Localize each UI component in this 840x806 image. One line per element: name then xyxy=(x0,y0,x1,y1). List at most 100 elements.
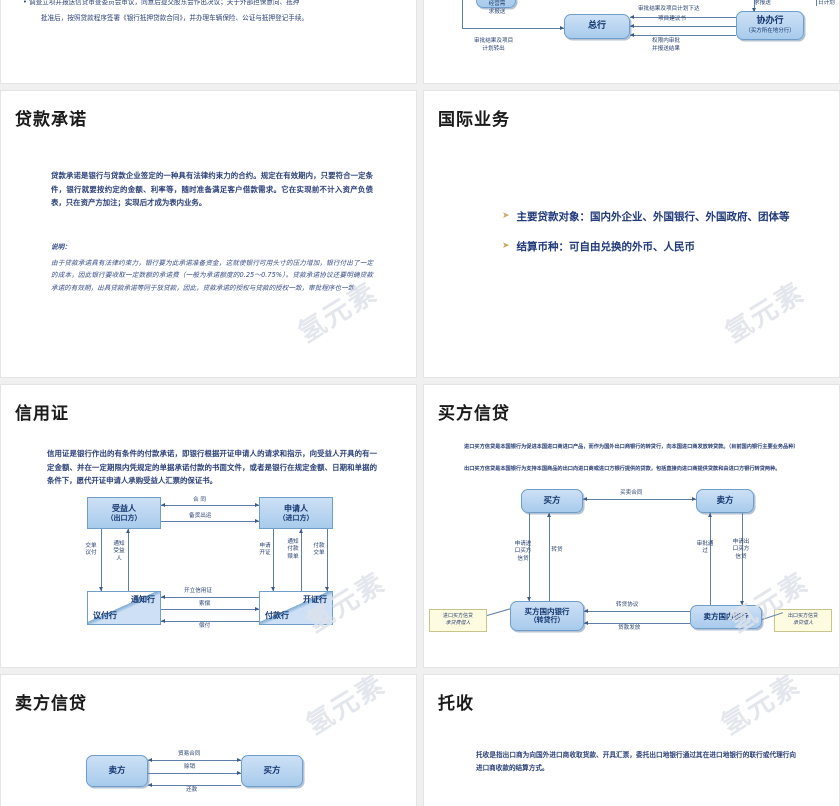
node-head-office-label: 总行 xyxy=(588,21,606,32)
node-applicant-sub: （进口方） xyxy=(279,514,314,523)
arrow-authority-approval xyxy=(630,33,634,37)
page-title-buyer-credit: 买方信贷 xyxy=(438,399,510,424)
label-trade-contract: 贸易合同 xyxy=(178,751,200,758)
node-seller-domestic-bank-label: 卖方国内银行 xyxy=(704,612,749,621)
callout-export-line2: 承贷借人 xyxy=(777,620,829,627)
watermark: 氢元素 xyxy=(297,674,391,742)
slide-collection: 托收 托收是指出口商为向国外进口商收取货款、开具汇票，委托出口地银行通过其在进口… xyxy=(423,674,840,806)
line-left-vertical xyxy=(462,0,463,28)
arrow-onlend-agreement xyxy=(584,609,588,613)
arrow-credit-sale xyxy=(237,771,241,775)
node-seller: 卖方 xyxy=(696,489,754,513)
bullet-loan-targets-label: 主要贷款对象：国内外企业、外国银行、外国政府、团体等 xyxy=(517,209,790,225)
international-business-bullets: ➤ 主要贷款对象：国内外企业、外国银行、外国政府、团体等 ➤ 结算币种：可自由兑… xyxy=(502,209,812,270)
arrow-left-feedback xyxy=(560,26,564,30)
label-request-report: 求报送 xyxy=(754,0,771,7)
node-buyer-label: 买方 xyxy=(263,766,280,777)
label-present-docs: 交单议付 xyxy=(83,543,99,558)
bullet-settlement-currency: ➤ 结算币种：可自由兑换的外币、人民币 xyxy=(502,239,812,255)
label-shipment: 备货出运 xyxy=(189,513,211,520)
line-open-lc xyxy=(161,597,259,598)
node-assist-bank-label: 协办行 xyxy=(756,16,783,27)
chevron-right-icon: ➤ xyxy=(502,209,510,223)
arrow-contract-left xyxy=(161,503,165,507)
label-project-proposal: 项目建议书 xyxy=(658,16,686,23)
line-right-v2 xyxy=(816,0,817,6)
page-title-loan-commitment: 贷款承诺 xyxy=(15,105,87,130)
slide-loan-commitment: 贷款承诺 贷款承诺是银行与贷款企业签定的一种具有法律约束力的合约。规定在有效期内… xyxy=(0,90,417,378)
label-onlend: 转贷 xyxy=(550,547,564,554)
arrow-repayment xyxy=(148,783,152,787)
label-notify-beneficiary: 通知 受益人 xyxy=(111,541,127,563)
collection-body: 托收是指出口商为向国外进口商收取货款、开具汇票，委托出口地银行通过其在进口地银行… xyxy=(476,749,796,774)
arrow-plan-down xyxy=(630,15,634,19)
seller-credit-diagram: 卖方 买方 贸易合同 赊销 还款 xyxy=(1,751,417,806)
arrow-trade-contract-left xyxy=(148,758,152,762)
label-authority-approval: 权限内审批并报送结果 xyxy=(652,38,680,53)
label-open-lc: 开立信用证 xyxy=(184,588,212,595)
label-contract: 合 同 xyxy=(193,497,206,504)
arrow-loan-disbursement xyxy=(584,621,588,625)
bullet-loan-targets: ➤ 主要贷款对象：国内外企业、外国银行、外国政府、团体等 xyxy=(502,209,812,225)
node-assist-bank: 协办行 （买方所在地分行） xyxy=(736,11,804,40)
label-credit-sale: 赊销 xyxy=(184,764,195,771)
line-loan-disbursement xyxy=(584,623,690,624)
node-assist-bank-sub: （买方所在地分行） xyxy=(745,28,795,35)
label-repayment: 还款 xyxy=(186,787,197,794)
page-title-letter-of-credit: 信用证 xyxy=(15,399,69,424)
node-beneficiary: 受益人 （出口方） xyxy=(87,497,161,529)
label-payment-docs: 付款交单 xyxy=(311,543,327,558)
label-loan-disbursement: 贷款发放 xyxy=(618,625,640,632)
arrow-contract-right xyxy=(255,503,259,507)
node-seller-label: 卖方 xyxy=(108,766,125,777)
line-apply-issue xyxy=(273,529,274,591)
arrow-claim xyxy=(255,607,259,611)
page-title-seller-credit: 卖方信贷 xyxy=(15,689,87,714)
slide-seller-credit: 卖方信贷 卖方 买方 贸易合同 赊销 还款 氢元素 xyxy=(0,674,417,806)
bullet-settlement-currency-label: 结算币种：可自由兑换的外币、人民币 xyxy=(517,239,696,255)
letter-of-credit-diagram: 受益人 （出口方） 申请人 （进口方） 通知行 议付行 开证行 付款行 合 xyxy=(1,497,417,645)
label-notify-payment: 通知付款赎单 xyxy=(285,539,301,561)
arrow-sales-contract-left xyxy=(583,497,587,501)
node-issuing-paying-bank: 开证行 付款行 xyxy=(259,591,333,625)
node-advising-bank-label: 通知行 xyxy=(131,595,155,605)
arrow-reimburse xyxy=(161,619,165,623)
node-issuing-bank-label: 开证行 xyxy=(303,595,327,605)
note-label: 说明： xyxy=(51,241,373,254)
label-approval-passed: 审批通过 xyxy=(696,541,714,556)
line-repayment xyxy=(148,785,241,786)
arrow-sales-contract-right xyxy=(692,497,696,501)
line-left-horizontal xyxy=(462,28,564,29)
label-claim: 索偿 xyxy=(199,601,210,608)
node-negotiating-bank-label: 议付行 xyxy=(93,611,117,621)
line-notify-payment xyxy=(301,529,302,591)
node-buyer-domestic-bank-sub: （转贷行） xyxy=(530,616,565,625)
node-seller-label: 卖方 xyxy=(716,496,733,507)
arrow-apply-import-credit xyxy=(527,597,531,601)
page-title-collection: 托收 xyxy=(438,689,474,714)
line-present-docs xyxy=(101,529,102,591)
arrow-notify-payment xyxy=(299,529,303,533)
chevron-right-icon: ➤ xyxy=(502,239,510,253)
line-onlend-agreement xyxy=(584,611,690,612)
partial-text-line-2: 批准后，按照贷款程序签署《银行抵押贷款合同》，并办理车辆保险、公证与抵押登记手续… xyxy=(41,12,401,25)
arrow-shipment xyxy=(255,519,259,523)
line-reimburse xyxy=(161,621,259,622)
arrow-apply-issue xyxy=(271,587,275,591)
line-trade-contract xyxy=(148,760,241,761)
partial-text-line-1: • 调查立项并报送信贷审查委员会审议，同意后提交股东会作出决议；关于外部担保意向… xyxy=(23,0,399,9)
line-notify-beneficiary xyxy=(128,529,129,591)
line-proposal xyxy=(630,26,736,27)
node-seller: 卖方 xyxy=(86,755,148,787)
line-credit-sale xyxy=(148,773,241,774)
arrow-apply-export-credit xyxy=(740,601,744,605)
page-title-international-business: 国际业务 xyxy=(438,105,510,130)
line-authority-approval xyxy=(630,35,736,36)
label-sales-contract: 买卖合同 xyxy=(620,490,642,497)
label-approval-plan-down: 审批结果及项目计划下达 xyxy=(638,6,700,13)
arrow-trade-contract-right xyxy=(237,758,241,762)
label-apply-import-credit: 申请进口买方信贷 xyxy=(512,541,534,563)
arrow-open-lc xyxy=(161,595,165,599)
label-onlend-agreement: 转贷协议 xyxy=(616,602,638,609)
label-daily-plan: 日计划 xyxy=(818,0,835,7)
